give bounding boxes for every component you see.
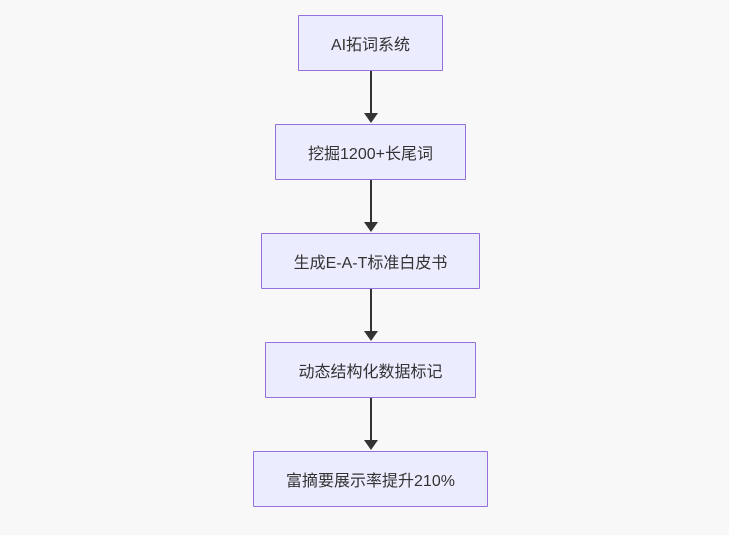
flow-node-label: 富摘要展示率提升210% (286, 473, 455, 490)
arrow-head-icon (363, 331, 378, 341)
arrow-head-icon (363, 113, 378, 123)
arrow-line (369, 71, 372, 114)
arrow-line (369, 289, 372, 332)
flow-node-label: 动态结构化数据标记 (298, 364, 443, 381)
arrow-line (369, 398, 372, 441)
flow-arrow-2 (363, 180, 378, 233)
flow-node-structured-data-markup: 动态结构化数据标记 (265, 342, 476, 398)
flow-node-rich-snippet-rate: 富摘要展示率提升210% (253, 451, 488, 507)
flowchart: AI拓词系统 挖掘1200+长尾词 生成E-A-T标准白皮书 动态结构化数据标记… (6, 0, 729, 507)
flow-node-ai-keyword-system: AI拓词系统 (297, 15, 444, 71)
flow-node-label: 挖掘1200+长尾词 (308, 146, 433, 163)
flow-node-eat-whitepaper: 生成E-A-T标准白皮书 (260, 233, 481, 289)
flow-node-label: AI拓词系统 (330, 37, 411, 54)
flow-node-longtail-keywords: 挖掘1200+长尾词 (275, 124, 466, 180)
flow-arrow-1 (363, 71, 378, 124)
arrow-line (369, 180, 372, 223)
flow-arrow-3 (363, 289, 378, 342)
flow-arrow-4 (363, 398, 378, 451)
arrow-head-icon (363, 440, 378, 450)
arrow-head-icon (363, 222, 378, 232)
flow-node-label: 生成E-A-T标准白皮书 (293, 255, 448, 272)
